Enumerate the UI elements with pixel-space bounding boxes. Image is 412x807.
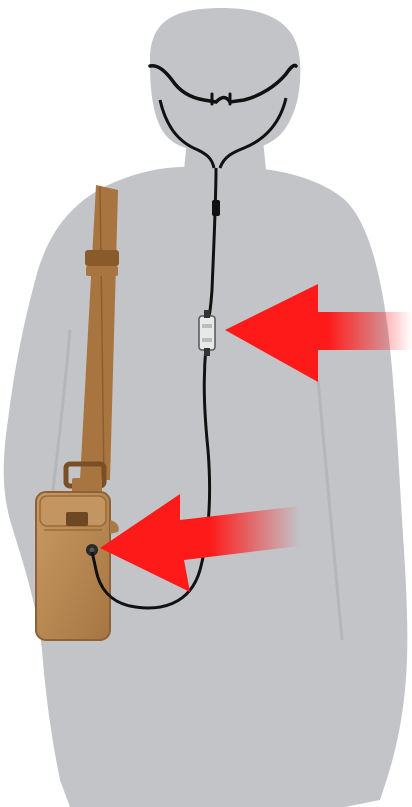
tube-connector-icon <box>199 310 215 356</box>
shoulder-bag-icon <box>36 492 119 640</box>
